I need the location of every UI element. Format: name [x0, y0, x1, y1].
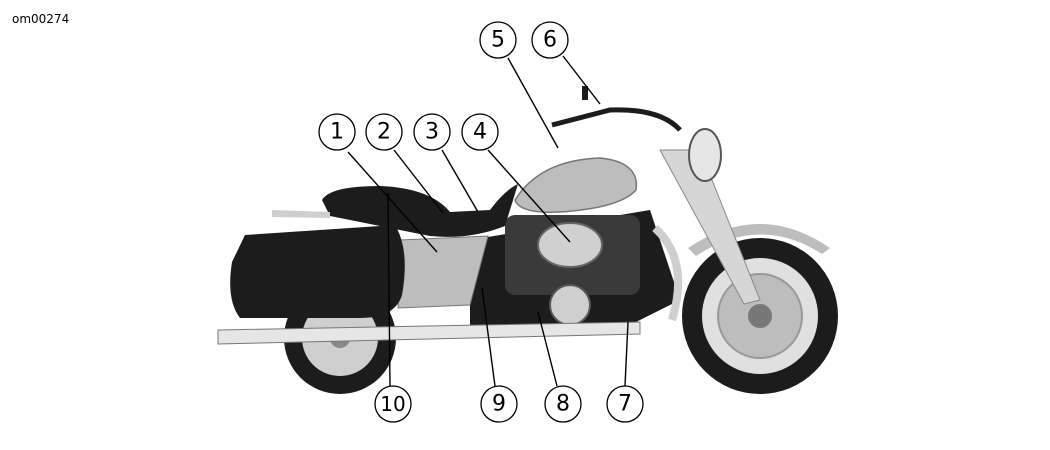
- callout-label-6: 6: [543, 28, 557, 53]
- leader-1: [347, 151, 438, 253]
- seat: [322, 184, 518, 237]
- callout-2: 2: [365, 113, 403, 151]
- leader-10: [387, 192, 391, 387]
- callout-label-9: 9: [492, 392, 506, 417]
- fuel-tank: [514, 157, 638, 213]
- leader-2: [393, 149, 444, 214]
- callout-label-2: 2: [377, 120, 391, 145]
- leader-7: [624, 321, 629, 387]
- callout-label-7: 7: [618, 392, 632, 417]
- callout-7: 7: [606, 385, 644, 423]
- callout-label-4: 4: [473, 120, 487, 145]
- exhaust: [217, 321, 641, 345]
- callout-label-5: 5: [491, 28, 505, 53]
- leader-3: [441, 149, 479, 213]
- leader-5: [507, 57, 559, 149]
- crash-bar: [652, 225, 683, 322]
- front-wheel: [682, 238, 838, 394]
- callout-5: 5: [479, 21, 517, 59]
- callout-3: 3: [413, 113, 451, 151]
- callout-label-3: 3: [425, 120, 439, 145]
- engine: [505, 215, 640, 326]
- callout-label-1: 1: [330, 120, 344, 145]
- callout-4: 4: [461, 113, 499, 151]
- headlight: [688, 128, 722, 182]
- figure-id: om00274: [12, 12, 70, 26]
- callout-label-8: 8: [556, 392, 570, 417]
- callout-1: 1: [318, 113, 356, 151]
- callout-8: 8: [544, 385, 582, 423]
- front-fork: [659, 149, 761, 305]
- callout-label-10: 10: [380, 392, 405, 416]
- leader-8: [537, 311, 558, 387]
- leader-9: [481, 287, 496, 387]
- callout-9: 9: [480, 385, 518, 423]
- callout-10: 10: [374, 385, 412, 423]
- handlebar: [551, 107, 682, 132]
- leader-6: [562, 55, 601, 105]
- leader-lines: [347, 55, 629, 387]
- motorcycle-illustration: [217, 86, 838, 394]
- callout-6: 6: [531, 21, 569, 59]
- saddlebag: [230, 225, 405, 318]
- leader-4: [487, 149, 571, 243]
- luggage-rack: [272, 210, 330, 218]
